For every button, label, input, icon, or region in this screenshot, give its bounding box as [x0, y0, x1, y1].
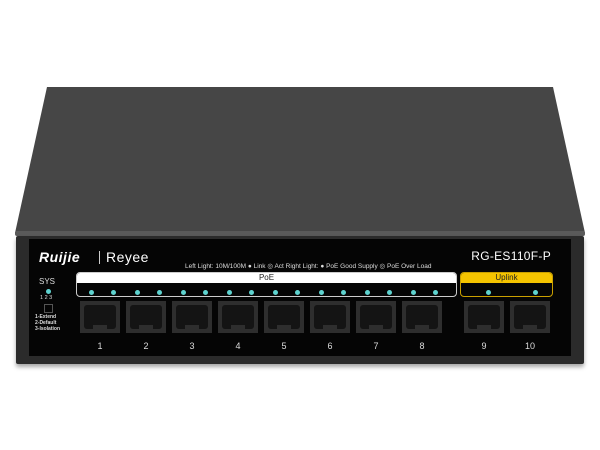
ethernet-port-3[interactable] — [172, 301, 212, 333]
led-icon — [249, 290, 254, 295]
logo-separator — [99, 251, 100, 264]
port-number: 5 — [281, 341, 287, 351]
led-icon — [365, 290, 370, 295]
top-edge — [15, 231, 585, 236]
port-number: 4 — [235, 341, 241, 351]
led-icon — [89, 290, 94, 295]
mode-switch[interactable] — [44, 304, 53, 313]
ethernet-port-4[interactable] — [218, 301, 258, 333]
led-icon — [135, 290, 140, 295]
uplink-group: Uplink — [460, 272, 553, 297]
led-icon — [319, 290, 324, 295]
led-icon — [433, 290, 438, 295]
port-number: 9 — [481, 341, 487, 351]
mode-extend: 1-Extend — [35, 314, 57, 320]
port-number: 6 — [327, 341, 333, 351]
port-number: 1 — [97, 341, 103, 351]
port-number: 7 — [373, 341, 379, 351]
sub-brand-logo: Reyee — [106, 249, 149, 265]
port-number: 8 — [419, 341, 425, 351]
port-number: 3 — [189, 341, 195, 351]
model-label: RG-ES110F-P — [471, 249, 551, 263]
brand-logo: Ruijie — [39, 249, 81, 265]
switch-top-cover — [15, 87, 585, 233]
port-number: 2 — [143, 341, 149, 351]
mode-numbers: 1 2 3 — [40, 295, 53, 301]
ethernet-port-9[interactable] — [464, 301, 504, 333]
led-icon — [111, 290, 116, 295]
mode-isolation: 3-Isolation — [35, 326, 61, 332]
led-icon — [387, 290, 392, 295]
switch-front-panel: Ruijie Reyee Left Light: 10M/100M ● Link… — [16, 236, 584, 364]
mode-legend: 1-Extend 2-Default 3-Isolation — [35, 314, 60, 332]
led-icon — [203, 290, 208, 295]
ethernet-port-7[interactable] — [356, 301, 396, 333]
ethernet-port-1[interactable] — [80, 301, 120, 333]
led-legend: Left Light: 10M/100M ● Link ◎ Act Right … — [185, 263, 432, 270]
led-icon — [486, 290, 491, 295]
led-icon — [295, 290, 300, 295]
ethernet-port-6[interactable] — [310, 301, 350, 333]
port-number: 10 — [524, 341, 535, 351]
led-icon — [341, 290, 346, 295]
ethernet-port-8[interactable] — [402, 301, 442, 333]
led-icon — [157, 290, 162, 295]
poe-label: PoE — [77, 273, 456, 283]
ethernet-port-10[interactable] — [510, 301, 550, 333]
poe-group: PoE — [76, 272, 457, 297]
led-icon — [273, 290, 278, 295]
ethernet-port-5[interactable] — [264, 301, 304, 333]
sys-led-icon — [46, 289, 51, 294]
sys-label: SYS — [39, 277, 56, 286]
uplink-label: Uplink — [461, 273, 552, 283]
front-face: Ruijie Reyee Left Light: 10M/100M ● Link… — [29, 239, 571, 356]
led-icon — [227, 290, 232, 295]
ethernet-port-2[interactable] — [126, 301, 166, 333]
mode-default: 2-Default — [35, 320, 57, 326]
led-icon — [533, 290, 538, 295]
led-icon — [181, 290, 186, 295]
led-icon — [411, 290, 416, 295]
